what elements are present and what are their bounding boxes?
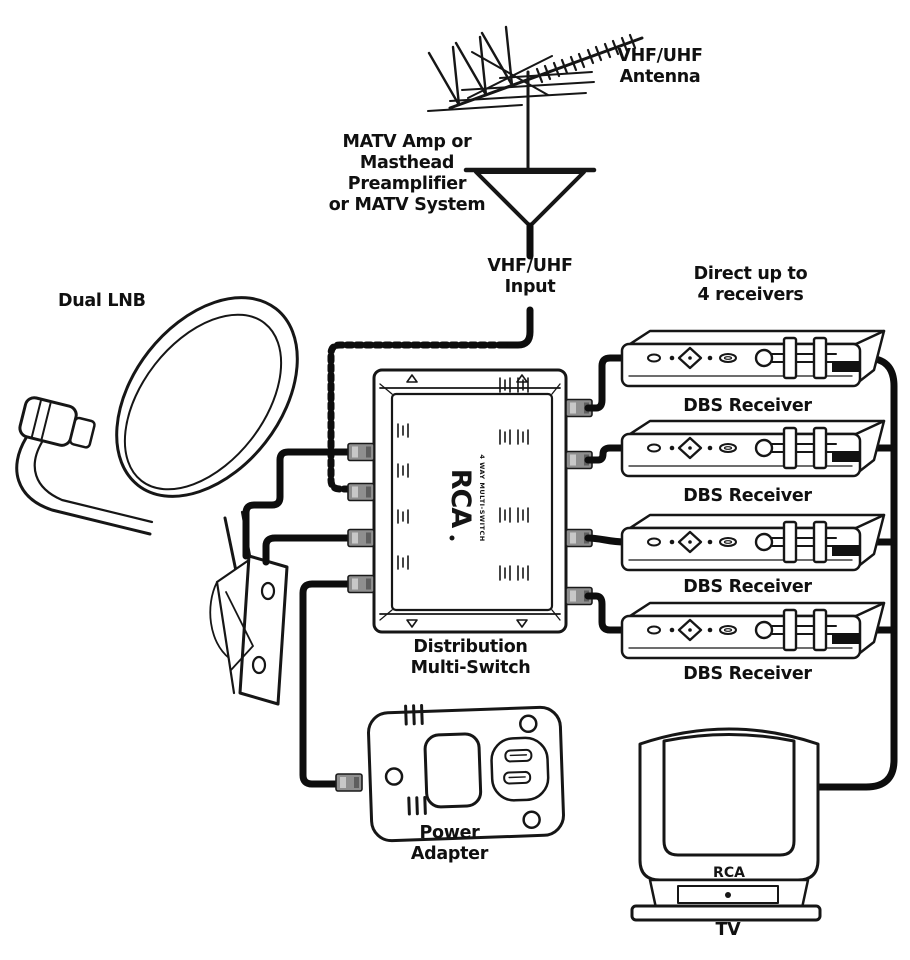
multi-switch-brand-logo: RCA xyxy=(445,469,476,529)
dish-cable-b xyxy=(262,534,356,566)
tv-base xyxy=(630,904,822,922)
receiver-cable-4 xyxy=(584,592,628,634)
vent-slots xyxy=(407,795,427,816)
dbs-receiver-2 xyxy=(620,419,886,478)
direct-up-to-label: Direct up to 4 receivers xyxy=(693,264,808,305)
receiver-cable-1 xyxy=(584,354,628,412)
dbs-receiver-4 xyxy=(620,601,886,660)
ac-outlet xyxy=(490,736,550,802)
dbs-receiver-label-3: DBS Receiver xyxy=(683,577,812,597)
power-adapter-label: Power Adapter xyxy=(410,823,489,864)
screw-hole xyxy=(519,714,538,734)
power-cable xyxy=(299,580,364,788)
power-adapter xyxy=(367,704,565,843)
receiver-cable-3 xyxy=(584,534,628,546)
vhf-input-stub xyxy=(500,306,534,349)
switch-port-connector xyxy=(347,574,375,594)
receiver-cable-2 xyxy=(584,444,628,464)
mount-hole xyxy=(516,374,528,383)
tv-screen xyxy=(662,733,796,857)
dbs-receiver-label-4: DBS Receiver xyxy=(683,664,812,684)
matv-amplifier-symbol xyxy=(463,167,597,260)
multi-switch: RCA 4 WAY MULTI-SWITCH xyxy=(347,368,593,634)
lnb-arm xyxy=(15,436,152,536)
dbs-receiver-label-2: DBS Receiver xyxy=(683,486,812,506)
distribution-switch-label: Distribution Multi-Switch xyxy=(410,637,531,678)
vhf-uhf-antenna-drawing xyxy=(427,25,644,174)
switch-port-connector xyxy=(347,442,375,462)
dish-mount-bracket xyxy=(209,510,289,706)
multi-switch-model-text: 4 WAY MULTI-SWITCH xyxy=(478,454,486,541)
tv-brand-logo: RCA xyxy=(713,865,745,881)
screw-hole xyxy=(384,767,404,786)
port-label-marks xyxy=(397,377,529,581)
antenna-label: VHF/UHF Antenna xyxy=(617,46,703,87)
lnb-head xyxy=(18,396,96,449)
vhf-input-label: VHF/UHF Input xyxy=(487,256,573,297)
dbs-receiver-3 xyxy=(620,513,886,572)
dual-lnb-label: Dual LNB xyxy=(58,291,146,311)
mount-hole xyxy=(516,619,528,628)
dish-cable-a xyxy=(242,448,356,560)
switch-port-connector xyxy=(347,482,375,502)
mount-hole xyxy=(406,619,418,628)
power-adapter-connector xyxy=(335,773,363,792)
vent-slots xyxy=(404,704,424,726)
dbs-receiver-label-1: DBS Receiver xyxy=(683,396,812,416)
mount-hole xyxy=(406,374,418,383)
matv-amp-label: MATV Amp or Masthead Preamplifier or MAT… xyxy=(328,132,486,215)
tv-label: TV xyxy=(715,920,741,940)
switch-port-connector xyxy=(347,528,375,548)
tv-drawing: RCA xyxy=(630,727,822,922)
satellite-dish xyxy=(15,296,299,706)
vhf-dashed-cable xyxy=(327,341,508,493)
screw-hole xyxy=(522,810,541,829)
dbs-receiver-1 xyxy=(620,329,886,388)
